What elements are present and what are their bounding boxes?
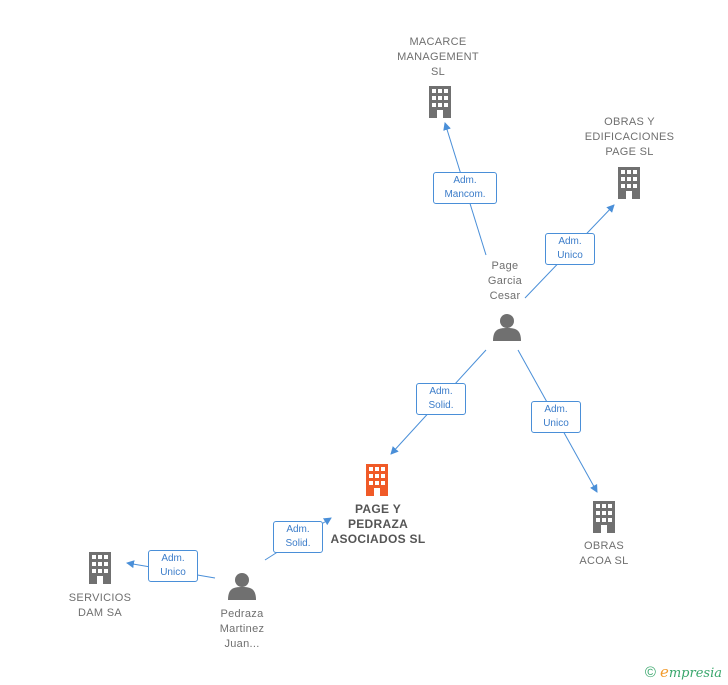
node-servicios-label[interactable]: SERVICIOS DAM SA [68,592,132,619]
edge-label-solid-pedraza[interactable]: Adm. Solid. [273,521,323,553]
edge-label-solid-main[interactable]: Adm. Solid. [416,383,466,415]
brand-logo: empresia [659,663,722,681]
edge-label-mancom[interactable]: Adm. Mancom. [433,172,497,204]
building-icon[interactable] [429,86,451,118]
edge-label-unico-servicios[interactable]: Adm. Unico [148,550,198,582]
building-icon[interactable] [618,167,640,199]
building-icon[interactable] [366,464,388,496]
edge-label-unico-obras-edif[interactable]: Adm. Unico [545,233,595,265]
person-icon[interactable] [228,573,256,600]
node-obras-edificaciones-label[interactable]: OBRAS Y EDIFICACIONES PAGE SL [584,116,675,158]
building-icon[interactable] [89,552,111,584]
edge-label-unico-acoa[interactable]: Adm. Unico [531,401,581,433]
node-macarce-label[interactable]: MACARCE MANAGEMENT SL [397,36,479,78]
empresia-watermark: ©empresia [645,663,722,681]
node-pedraza-label[interactable]: Pedraza Martinez Juan... [219,608,265,650]
copyright-icon: © [644,664,656,681]
node-page-pedraza-label[interactable]: PAGE Y PEDRAZA ASOCIADOS SL [330,502,426,546]
node-obras-acoa-label[interactable]: OBRAS ACOA SL [579,540,629,567]
building-icon[interactable] [593,501,615,533]
person-icon[interactable] [493,314,521,341]
node-page-garcia-label[interactable]: Page Garcia Cesar [487,260,523,302]
